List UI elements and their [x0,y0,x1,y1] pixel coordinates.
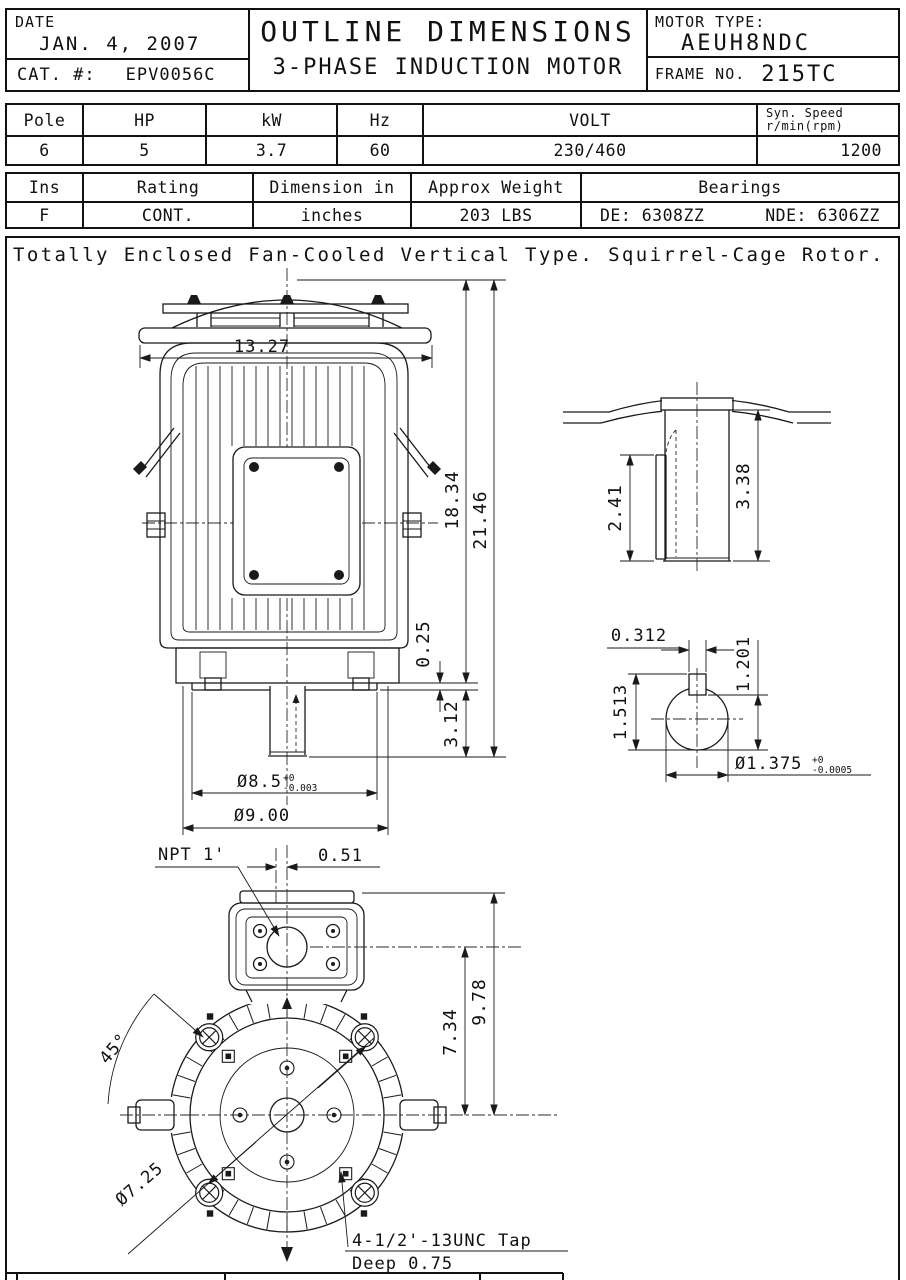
info-header-dimension: Dimension in [254,174,412,203]
spec-value-hp: 5 [84,137,207,164]
spec-header-volt: VOLT [424,105,758,137]
dim-spigot-dia: Ø8.5 [237,772,282,792]
info-value-weight: 203 LBS [412,203,582,227]
dim-spigot-tol-upper: +0 [283,773,295,784]
shaft-detail-view: 2.41 3.38 [563,382,831,574]
side-bolt-bosses [146,512,422,538]
dim-front-height: 18.34 [442,470,463,529]
dim-conduit-offset: 0.51 [318,846,363,866]
info-header-ins: Ins [7,174,84,203]
dim-key-flat: 1.201 [734,636,754,692]
base-and-shaft [175,647,400,757]
info-value-bearings: DE: 6308ZZ NDE: 6306ZZ [582,203,898,227]
dim-box-top-height: 9.78 [469,978,490,1025]
dim-box-center-height: 7.34 [440,1008,461,1055]
info-header-rating: Rating [84,174,254,203]
dim-key-length: 2.41 [605,484,626,531]
motor-type-value: AEUH8NDC [681,31,811,56]
info-value-ins: F [7,203,84,227]
front-view-dimensions: 13.27 18.34 21.46 3.12 0.25 Ø8.5 +0 -0.0… [139,279,506,835]
spec-header-kw: kW [207,105,338,137]
dim-spigot-tol-lower: -0.003 [283,783,317,794]
bottom-table-stub [7,1272,564,1280]
spec-header-hp: HP [84,105,207,137]
drawing-area: Totally Enclosed Fan-Cooled Vertical Typ… [5,236,900,1280]
bearing-de: DE: 6308ZZ [600,205,705,225]
dim-tap-note-1: 4-1/2'-13UNC Tap [352,1231,532,1251]
motor-type-label: MOTOR TYPE: [655,13,766,31]
flange-bolts [195,1023,379,1207]
cooling-fins [195,366,365,630]
dim-npt: NPT 1' [158,845,225,865]
cat-label: CAT. #: [17,65,96,85]
frame-value: 215TC [761,61,838,87]
doc-subtitle: 3-PHASE INDUCTION MOTOR [272,55,624,80]
dim-key-top: 1.513 [611,684,631,740]
doc-title: OUTLINE DIMENSIONS [260,15,636,48]
info-value-dimension: inches [254,203,412,227]
dim-shaft-dia: Ø1.375 [735,754,802,774]
spec-table: Pole HP kW Hz VOLT Syn. Speed r/min(rpm)… [5,103,900,166]
info-header-weight: Approx Weight [412,174,582,203]
spec-value-kw: 3.7 [207,137,338,164]
dim-shaft-tol-upper: +0 [812,755,824,766]
spec-header-syn-speed: Syn. Speed r/min(rpm) [758,105,898,137]
bottom-view: NPT 1' 0.51 45° Ø7.25 7.34 9.78 [96,845,568,1274]
dim-front-width: 13.27 [234,337,290,357]
info-table: Ins Rating Dimension in Approx Weight Be… [5,172,900,229]
terminal-box-bottom-view [228,890,365,1004]
date-cat-cell: DATE JAN. 4, 2007 CAT. #: EPV0056C [5,8,250,92]
doc-title-cell: OUTLINE DIMENSIONS 3-PHASE INDUCTION MOT… [250,8,648,92]
dim-bolt-angle: 45° [96,1029,133,1068]
dim-flange-dia: Ø9.00 [234,806,290,826]
date-label: DATE [15,13,56,31]
dim-shaft-ext: 3.12 [441,700,462,747]
small-squares [206,1013,368,1217]
front-view: 13.27 18.34 21.46 3.12 0.25 Ø8.5 +0 -0.0… [133,268,506,835]
dim-shaft-tol-lower: -0.0005 [812,765,852,776]
dim-flange-lip: 0.25 [413,620,434,667]
dim-shaft-length: 3.38 [733,462,754,509]
date-value: JAN. 4, 2007 [39,33,201,55]
spec-value-pole: 6 [7,137,84,164]
dim-tap-note-2: Deep 0.75 [352,1254,453,1274]
motor-type-cell: MOTOR TYPE: AEUH8NDC FRAME NO. 215TC [648,8,900,92]
terminal-box-front [232,446,361,596]
dim-bolt-circle: Ø7.25 [112,1158,168,1210]
spec-header-hz: Hz [338,105,424,137]
dim-overall-height: 21.46 [470,490,491,549]
title-block: DATE JAN. 4, 2007 CAT. #: EPV0056C OUTLI… [5,8,900,92]
lifting-handles [133,427,441,478]
frame-label: FRAME NO. [655,65,746,83]
spec-value-hz: 60 [338,137,424,164]
description-note: Totally Enclosed Fan-Cooled Vertical Typ… [13,244,885,266]
keyway-section-view: 0.312 1.513 1.201 Ø1.375 +0 -0.0005 [607,626,871,782]
spec-value-syn-speed: 1200 [840,141,882,160]
spec-header-pole: Pole [7,105,84,137]
info-header-bearings: Bearings [582,174,898,203]
bearing-nde: NDE: 6306ZZ [765,205,880,225]
cat-value: EPV0056C [125,65,216,85]
info-value-rating: CONT. [84,203,254,227]
dim-key-width: 0.312 [611,626,667,646]
technical-drawing: 13.27 18.34 21.46 3.12 0.25 Ø8.5 +0 -0.0… [7,268,871,1280]
spec-value-volt: 230/460 [424,137,758,164]
